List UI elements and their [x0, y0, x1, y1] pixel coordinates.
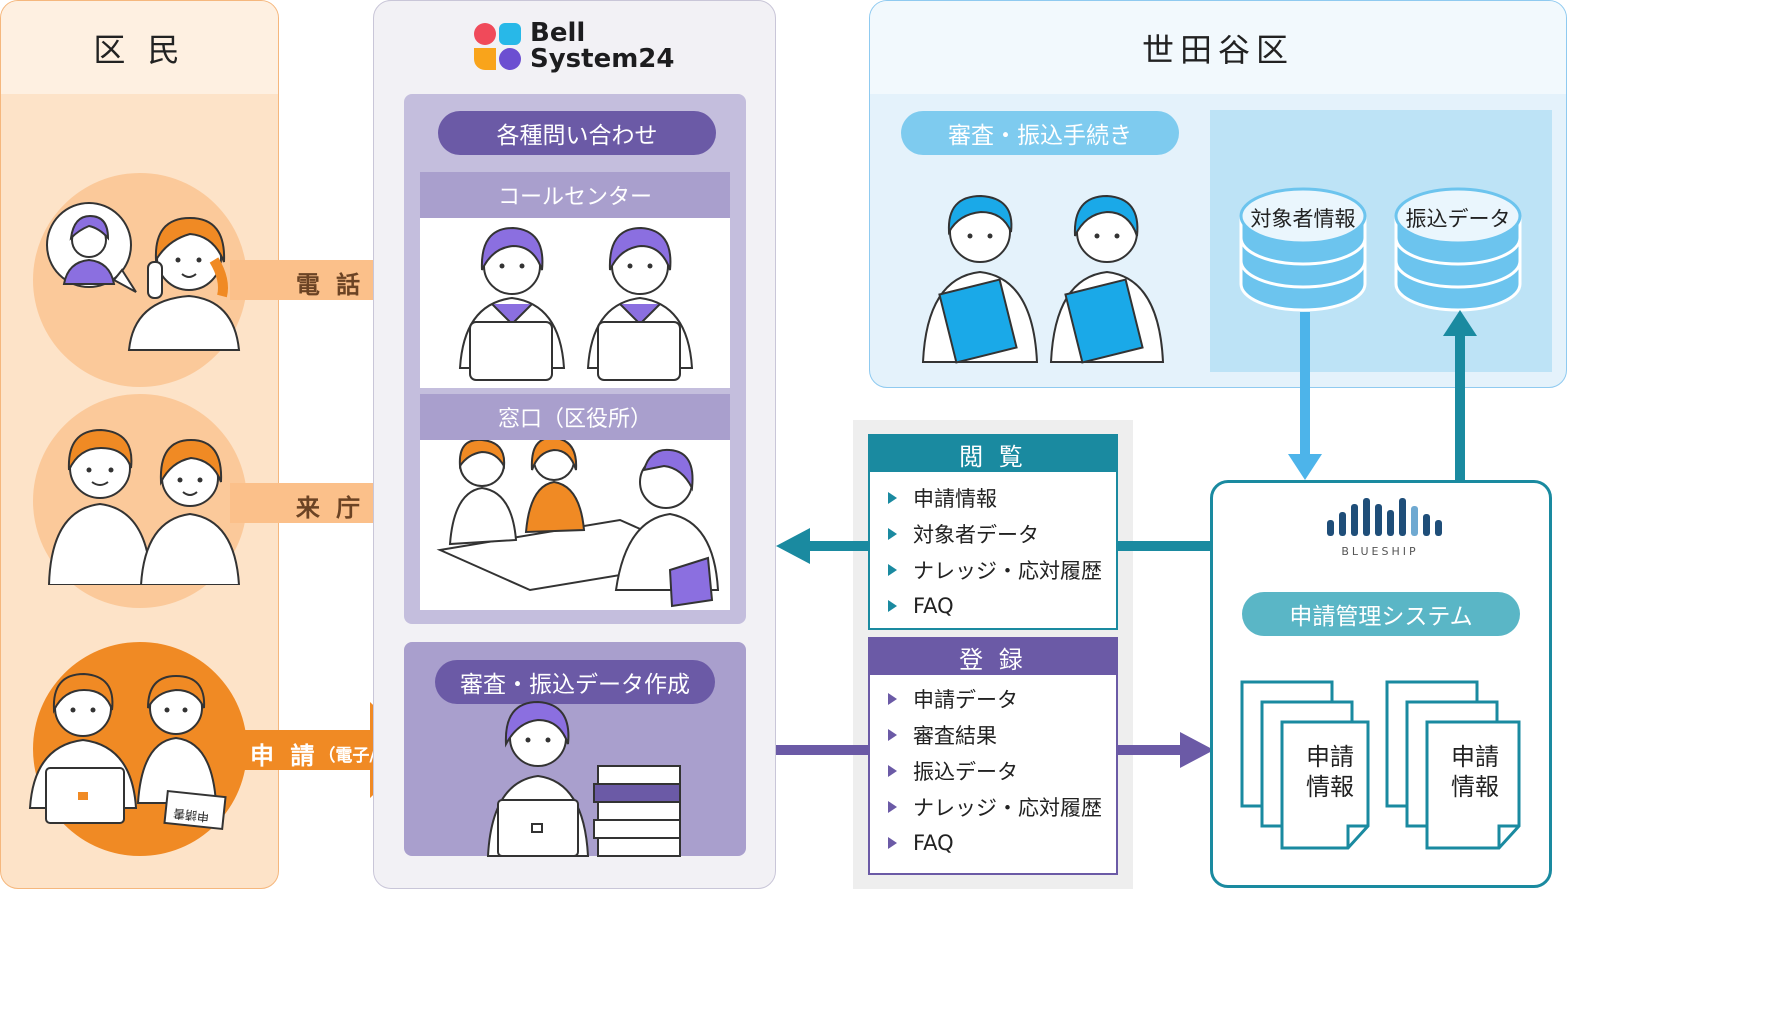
apply-label-main: 申 請 — [250, 741, 319, 770]
review-pill: 審査・振込データ作成 — [435, 660, 715, 704]
browse-item: FAQ — [870, 588, 1116, 624]
up-arrow-to-database — [1443, 310, 1477, 482]
browse-item: 対象者データ — [870, 516, 1116, 552]
register-item: 審査結果 — [870, 717, 1116, 753]
logo-line1: Bell — [530, 18, 586, 48]
triangle-bullet-icon — [888, 729, 897, 741]
browse-item: 申請情報 — [870, 480, 1116, 516]
apply-residents-illustration — [28, 672, 227, 831]
blueship-logo-icon — [1327, 498, 1442, 536]
visit-arrow — [230, 455, 435, 551]
visit-residents-illustration — [47, 428, 240, 585]
application-docs-right-label: 申請 情報 — [1451, 743, 1499, 801]
application-system-pill: 申請管理システム — [1242, 592, 1520, 636]
call-center-operators-illustration — [458, 226, 694, 381]
application-docs-left-label: 申請 情報 — [1306, 743, 1354, 801]
triangle-bullet-icon — [888, 801, 897, 813]
call-center-label: コールセンター — [420, 172, 730, 218]
targets-database-label: 対象者情報 — [1250, 207, 1356, 231]
triangle-bullet-icon — [888, 693, 897, 705]
blueship-brand: BLUESHIP — [1341, 544, 1419, 558]
logo-icon — [474, 23, 521, 70]
register-header: 登 録 — [870, 639, 1116, 675]
setagaya-title: 世田谷区 — [1141, 30, 1294, 69]
register-box: 登 録 申請データ 審査結果 振込データ ナレッジ・応対履歴 FAQ — [868, 637, 1118, 875]
inquiry-pill: 各種問い合わせ — [438, 111, 716, 155]
triangle-bullet-icon — [888, 837, 897, 849]
browse-header: 閲 覧 — [870, 436, 1116, 472]
setagaya-header: 世田谷区 — [870, 1, 1566, 94]
logo-line2: System24 — [530, 44, 675, 74]
residents-title: 区 民 — [93, 30, 186, 69]
register-item: FAQ — [870, 825, 1116, 861]
bellsystem-logo-text: Bell System24 — [530, 20, 675, 72]
triangle-bullet-icon — [888, 765, 897, 777]
triangle-bullet-icon — [888, 492, 897, 504]
transfer-database-icon — [1394, 187, 1522, 312]
counter-card — [420, 440, 730, 610]
register-list: 申請データ 審査結果 振込データ ナレッジ・応対履歴 FAQ — [870, 675, 1116, 861]
browse-list: 申請情報 対象者データ ナレッジ・応対履歴 FAQ — [870, 472, 1116, 624]
register-item: 申請データ — [870, 681, 1116, 717]
register-item: ナレッジ・応対履歴 — [870, 789, 1116, 825]
apply-arrow — [230, 702, 420, 798]
register-item: 振込データ — [870, 753, 1116, 789]
application-docs-left-icon — [1240, 680, 1370, 850]
counter-label: 窓口（区役所） — [420, 394, 730, 440]
call-center-card — [420, 218, 730, 388]
application-docs-right-icon — [1385, 680, 1521, 850]
targets-database-icon — [1239, 187, 1367, 312]
review-staff-illustration — [486, 700, 681, 857]
counter-consultation-illustration — [436, 440, 720, 608]
triangle-bullet-icon — [888, 564, 897, 576]
residents-header: 区 民 — [1, 1, 278, 94]
phone-label: 電 話 — [295, 270, 365, 299]
triangle-bullet-icon — [888, 600, 897, 612]
triangle-bullet-icon — [888, 528, 897, 540]
ward-staff-illustration — [921, 194, 1165, 364]
browse-box: 閲 覧 申請情報 対象者データ ナレッジ・応対履歴 FAQ — [868, 434, 1118, 630]
transfer-database-label: 振込データ — [1405, 207, 1511, 231]
phone-resident-illustration — [46, 202, 241, 351]
visit-label: 来 庁 — [295, 493, 365, 522]
browse-item: ナレッジ・応対履歴 — [870, 552, 1116, 588]
phone-arrow — [230, 232, 435, 328]
bellsystem-logo-mark — [473, 22, 523, 72]
process-pill: 審査・振込手続き — [901, 111, 1179, 155]
down-arrow-to-system — [1288, 312, 1322, 480]
